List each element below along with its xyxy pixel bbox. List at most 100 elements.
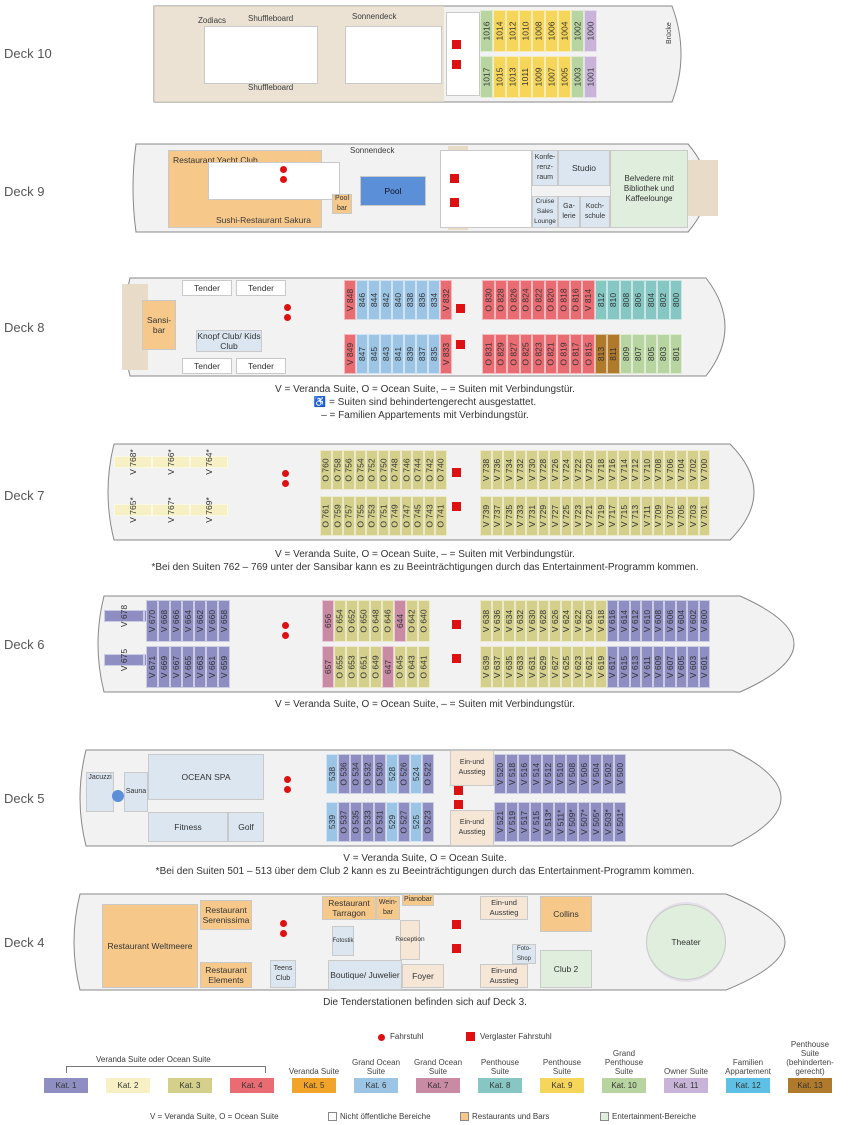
tender-4: Tender xyxy=(236,358,286,374)
tender-1: Tender xyxy=(182,280,232,296)
deck-5-cabin: V 511* xyxy=(554,802,566,842)
legend-category-box: Kat. 11 xyxy=(664,1078,708,1093)
galerie: Ga-lerie xyxy=(558,196,580,228)
deck-5-cabin: V 500 xyxy=(614,754,626,794)
glass-elevator-icon xyxy=(456,340,465,349)
deck-7-cabin: V 724 xyxy=(560,450,572,490)
legend-category-box: Kat. 7 xyxy=(416,1078,460,1093)
glass-elevator-icon xyxy=(450,198,459,207)
deck-5-cabin: V 514 xyxy=(530,754,542,794)
deck-7-cabin: V 704 xyxy=(675,450,687,490)
deck-10-label: Deck 10 xyxy=(4,46,52,61)
glass-elevator-icon xyxy=(450,174,459,183)
deck-7-cabin: V 702 xyxy=(687,450,699,490)
deck-10-plan: Zodiacs Shuffleboard Shuffleboard Sonnen… xyxy=(152,4,692,104)
deck-7-cabin: V 716 xyxy=(606,450,618,490)
deck-8-cabin: 802 xyxy=(657,280,670,320)
deck-8-cabin: 803 xyxy=(657,334,670,374)
deck-6-cabin: V 623 xyxy=(572,646,584,688)
deck-5-cabin: O 537 xyxy=(338,802,350,842)
glass-elevator-icon xyxy=(452,60,461,69)
elevator-icon xyxy=(280,920,287,927)
pianobar: Pianobar xyxy=(402,894,434,906)
deck-5-cabin: V 509* xyxy=(566,802,578,842)
deck-5-note-1: V = Veranda Suite, O = Ocean Suite. xyxy=(343,853,507,864)
deck-8-cabin: O 821 xyxy=(544,334,557,374)
deck-6-cabin: V 671 xyxy=(146,646,158,688)
fahrstuhl-label: Fahrstuhl xyxy=(390,1032,424,1041)
deck-8-cabin: 807 xyxy=(632,334,645,374)
deck-8-cabin: 842 xyxy=(380,280,392,320)
glass-elevator-legend-icon xyxy=(466,1032,475,1041)
deck-8-cabin: 809 xyxy=(619,334,632,374)
deck-8-note-3: – = Familien Appartements mit Verbindung… xyxy=(321,410,529,421)
deck-8-cabin: 805 xyxy=(644,334,657,374)
deck-6-cabin: V 661 xyxy=(206,646,218,688)
deck-7-cabin: V 737 xyxy=(491,496,503,536)
deck-8-cabin: O 829 xyxy=(494,334,507,374)
deck-5-cabin: O 522 xyxy=(422,754,434,794)
deck-5-cabin: V 507* xyxy=(578,802,590,842)
ocean-spa: OCEAN SPA xyxy=(148,754,264,800)
deck-5-cabin: V 521 xyxy=(494,802,506,842)
deck-6-cabin: V 607 xyxy=(664,646,676,688)
legend-bracket xyxy=(66,1066,266,1073)
deck-8-cabin: V 814 xyxy=(582,280,595,320)
deck-8-cabin: O 815 xyxy=(582,334,595,374)
deck-8-cabin: O 831 xyxy=(482,334,495,374)
deck-6-cabin: V 620 xyxy=(583,600,595,642)
deck-5-cabin: V 510 xyxy=(554,754,566,794)
deck-10-area-1 xyxy=(204,26,318,84)
deck-7-cabin: V 700 xyxy=(698,450,710,490)
deck-7-cabin: V 722 xyxy=(572,450,584,490)
deck-7-cabin: O 742 xyxy=(423,450,435,490)
golf: Golf xyxy=(228,812,264,842)
deck-5-cabin: V 502 xyxy=(602,754,614,794)
deck-6-cabin: V 627 xyxy=(549,646,561,688)
deck-8-label: Deck 8 xyxy=(4,320,45,335)
deck-6-cabin: V 629 xyxy=(537,646,549,688)
poolbar: Pool bar xyxy=(332,194,352,214)
deck-10-cabin: 1012 xyxy=(506,10,519,52)
deck-6-stern-cabin: V 675 xyxy=(104,649,144,671)
deck-7-cabin: V 709 xyxy=(652,496,664,536)
deck-6-cabin: O 655 xyxy=(334,646,346,688)
deck-7-cabin: O 751 xyxy=(377,496,389,536)
deck-6-cabin: V 663 xyxy=(194,646,206,688)
deck-5-cabin: O 532 xyxy=(362,754,374,794)
deck-6-cabin: V 602 xyxy=(687,600,699,642)
deck-7-cabin: V 701 xyxy=(698,496,710,536)
deck-5-cabin: O 531 xyxy=(374,802,386,842)
deck-6-cabin: V 621 xyxy=(583,646,595,688)
deck-6-cabin: V 659 xyxy=(218,646,230,688)
deck-7-cabin: O 744 xyxy=(412,450,424,490)
deck-5-cabin: V 517 xyxy=(518,802,530,842)
deck-8-cabin: O 825 xyxy=(519,334,532,374)
glass-elevator-icon xyxy=(452,502,461,511)
deck-7-cabin: V 713 xyxy=(629,496,641,536)
deck-4-note-1: Die Tenderstationen befinden sich auf De… xyxy=(323,997,527,1008)
deck-5-cabin: V 505* xyxy=(590,802,602,842)
tender-2: Tender xyxy=(236,280,286,296)
deck-6-cabin: 657 xyxy=(322,646,334,688)
deck-8-cabin: 811 xyxy=(607,334,620,374)
sonnendeck-9-label: Sonnendeck xyxy=(350,146,395,155)
deck-6-cabin: V 617 xyxy=(606,646,618,688)
glass-elevator-icon xyxy=(452,468,461,477)
fotostik: Fotostik xyxy=(332,926,354,956)
veranda-ocean-label: Veranda Suite oder Ocean Suite xyxy=(96,1055,211,1064)
legend-category-title: Penthouse Suite (behinderten-gerecht) xyxy=(786,1040,834,1076)
sauna: Sauna xyxy=(124,772,148,812)
deck-7-cabin: V 733 xyxy=(514,496,526,536)
deck-4-label: Deck 4 xyxy=(4,935,45,950)
deck-5-cabin: O 530 xyxy=(374,754,386,794)
deck-7-cabin: V 739 xyxy=(480,496,492,536)
deck-7-cabin: O 759 xyxy=(331,496,343,536)
legend-category-box: Kat. 2 xyxy=(106,1078,150,1093)
glass-elevator-icon xyxy=(456,304,465,313)
deck-6-cabin: V 605 xyxy=(675,646,687,688)
deck-7-cabin: O 750 xyxy=(377,450,389,490)
deck-6-label: Deck 6 xyxy=(4,637,45,652)
deck-7-cabin: O 747 xyxy=(400,496,412,536)
deck-7-cabin: V 734 xyxy=(503,450,515,490)
